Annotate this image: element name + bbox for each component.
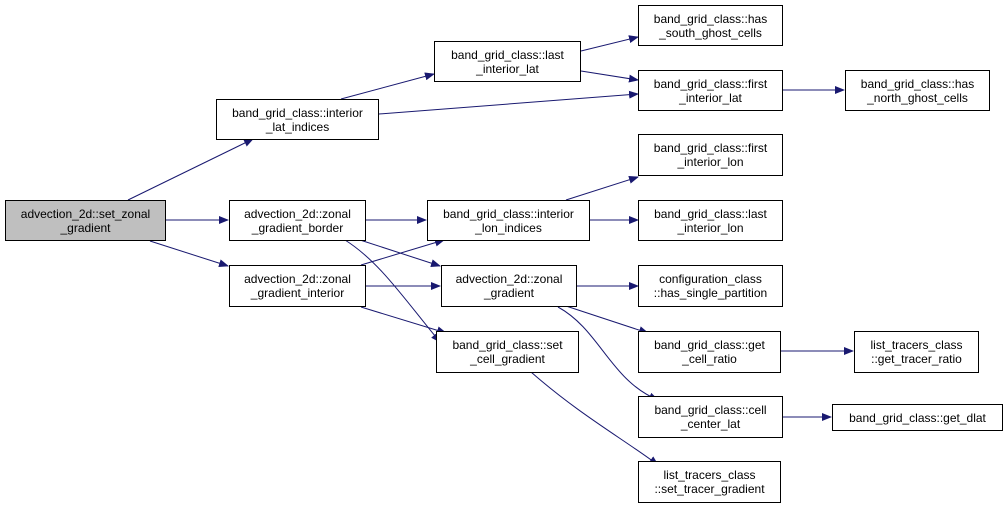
node-interior-lon-indices[interactable]: band_grid_class::interior _lon_indices: [427, 200, 590, 241]
node-has-single-partition[interactable]: configuration_class ::has_single_partiti…: [638, 265, 783, 307]
node-first-interior-lat[interactable]: band_grid_class::first _interior_lat: [638, 70, 783, 111]
edge-zonal-gradient-to-get-cell-ratio: [565, 305, 649, 334]
node-get-dlat[interactable]: band_grid_class::get_dlat: [832, 404, 1003, 431]
node-zonal-gradient-interior[interactable]: advection_2d::zonal _gradient_interior: [229, 265, 366, 307]
node-interior-lat-indices[interactable]: band_grid_class::interior _lat_indices: [216, 99, 379, 140]
edge-interior-lat-indices-to-last-interior-lat: [340, 72, 435, 100]
edge-interior-lat-indices-to-first-interior-lat: [378, 90, 639, 115]
node-has-north-ghost-cells[interactable]: band_grid_class::has _north_ghost_cells: [845, 70, 990, 111]
edge-zonal-gradient-interior-to-interior-lon-indices: [360, 238, 445, 266]
edge-zonal-gradient-to-cell-center-lat: [557, 306, 659, 401]
node-get-tracer-ratio[interactable]: list_tracers_class ::get_tracer_ratio: [854, 331, 979, 373]
node-set-cell-gradient[interactable]: band_grid_class::set _cell_gradient: [436, 331, 579, 373]
node-last-interior-lat[interactable]: band_grid_class::last _interior_lat: [434, 41, 581, 82]
edge-zonal-gradient-border-to-zonal-gradient: [356, 238, 441, 268]
edge-set-zonal-gradient-to-interior-lat-indices: [127, 138, 254, 201]
node-zonal-gradient-border[interactable]: advection_2d::zonal _gradient_border: [229, 200, 366, 241]
edge-set-cell-gradient-to-set-tracer-gradient: [530, 371, 659, 466]
node-cell-center-lat[interactable]: band_grid_class::cell _center_lat: [638, 396, 783, 438]
node-get-cell-ratio[interactable]: band_grid_class::get _cell_ratio: [638, 331, 781, 373]
node-last-interior-lon[interactable]: band_grid_class::last _interior_lon: [638, 200, 783, 241]
edge-last-interior-lat-to-has-south-ghost-cells: [580, 35, 639, 52]
node-first-interior-lon[interactable]: band_grid_class::first _interior_lon: [638, 134, 783, 176]
edge-last-interior-lat-to-first-interior-lat: [580, 70, 639, 83]
edge-interior-lon-indices-to-first-interior-lon: [565, 175, 639, 201]
node-set-tracer-gradient[interactable]: list_tracers_class ::set_tracer_gradient: [638, 461, 781, 503]
edge-set-zonal-gradient-to-zonal-gradient-interior: [149, 240, 229, 268]
edge-zonal-gradient-interior-to-set-cell-gradient: [360, 306, 447, 335]
node-zonal-gradient[interactable]: advection_2d::zonal _gradient: [441, 265, 577, 307]
node-has-south-ghost-cells[interactable]: band_grid_class::has _south_ghost_cells: [638, 5, 783, 46]
node-set-zonal-gradient[interactable]: advection_2d::set_zonal _gradient: [5, 200, 166, 241]
